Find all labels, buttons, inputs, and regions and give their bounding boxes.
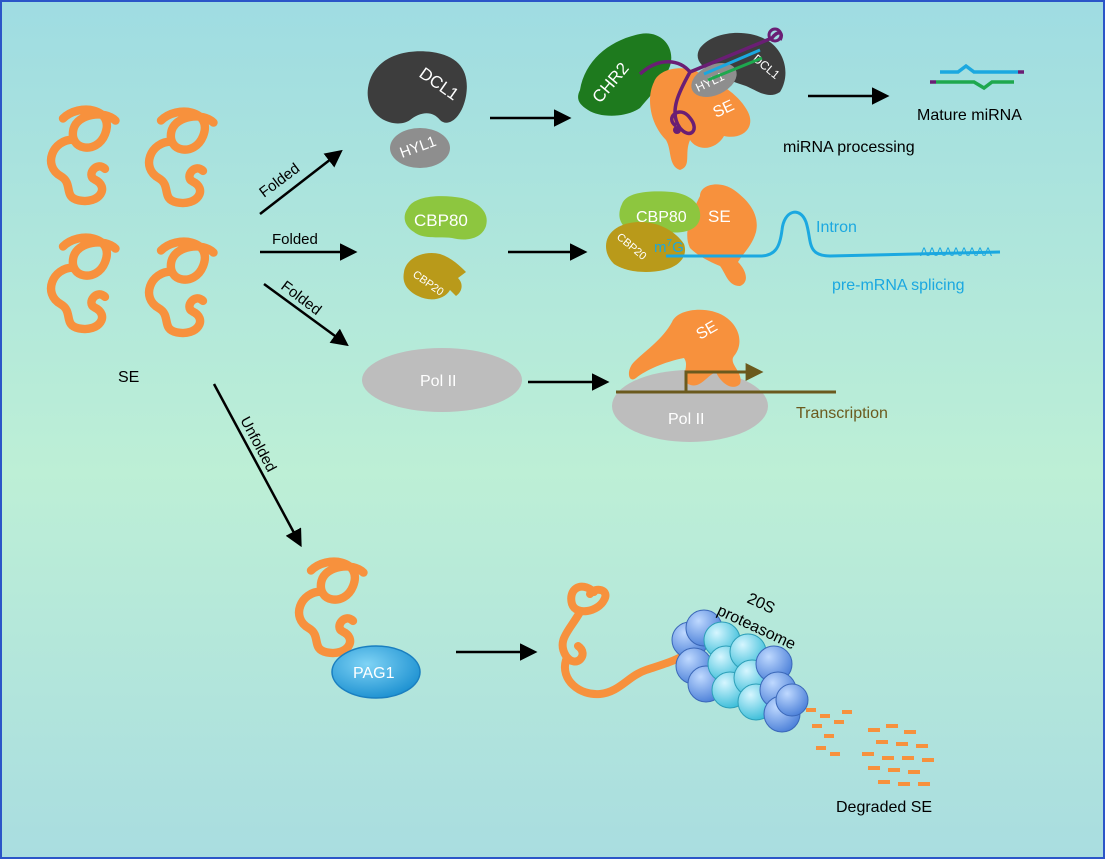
se-complex-2-shape	[687, 184, 757, 286]
pol2-complex-label: Pol II	[668, 411, 704, 428]
mature-mirna-strand-bottom	[936, 80, 1014, 91]
splicing-complex: SE CBP80 CBP20 m7G	[606, 184, 1001, 286]
pol2-label: Pol II	[420, 373, 456, 390]
arrow-folded-3	[263, 282, 349, 347]
m7g-g: G	[672, 239, 684, 256]
pol2-shape	[362, 348, 522, 412]
mature-mirna-icon	[930, 63, 1024, 91]
pag1-shape	[331, 645, 421, 699]
transcription-complex: Pol II SE	[612, 309, 836, 442]
chr2-shape	[578, 33, 672, 116]
dcl1-small-shape	[697, 32, 786, 96]
mature-mirna-strand-top	[940, 63, 1018, 74]
dcl1-shape	[367, 51, 467, 124]
se-label: SE	[118, 369, 139, 386]
cbp80-label: CBP80	[414, 211, 468, 230]
pre-mrna-splicing-label: pre-mRNA splicing	[832, 277, 964, 294]
degraded-se-label: Degraded SE	[836, 799, 932, 816]
arrow-folded-1	[259, 149, 343, 215]
se-complex-1-shape	[650, 68, 751, 170]
degraded-se-fragments	[806, 708, 934, 786]
intron-label: Intron	[816, 219, 857, 236]
cbp80-shape	[404, 196, 487, 240]
mirna-duplex-green	[707, 56, 763, 82]
m7g-label: m7G	[654, 238, 684, 256]
proteasome-20s	[671, 609, 809, 733]
mirna-complex: CHR2 SE DCL1 HYL1	[578, 27, 786, 170]
label-folded-2: Folded	[272, 231, 318, 248]
arrow-unfolded	[212, 383, 302, 548]
pri-mirna-loop	[767, 27, 783, 43]
proteasome-ring-4	[755, 645, 809, 733]
cbp20-shape	[403, 252, 466, 300]
pri-mirna-end	[673, 126, 681, 134]
se-complex-3-shape	[628, 309, 741, 387]
pol2-complex-shape	[612, 370, 768, 442]
mirna-duplex-blue	[703, 48, 761, 76]
mirna-processing-label: miRNA processing	[783, 139, 915, 156]
tss-arrow	[684, 363, 764, 392]
pre-mrna-strand	[666, 210, 1001, 258]
cbp80-complex-label: CBP80	[636, 209, 687, 226]
polya-label: AAAAAAAAA	[920, 245, 992, 259]
transcription-label: Transcription	[796, 405, 888, 422]
cbp20-complex-shape	[606, 222, 686, 272]
m7g-superscript: 7	[667, 238, 673, 249]
pag1-label: PAG1	[353, 665, 395, 682]
se-complex-2-label: SE	[708, 207, 731, 226]
se-threading-strand	[558, 582, 694, 699]
hyl1-shape	[390, 128, 450, 168]
mature-mirna-label: Mature miRNA	[917, 107, 1022, 124]
